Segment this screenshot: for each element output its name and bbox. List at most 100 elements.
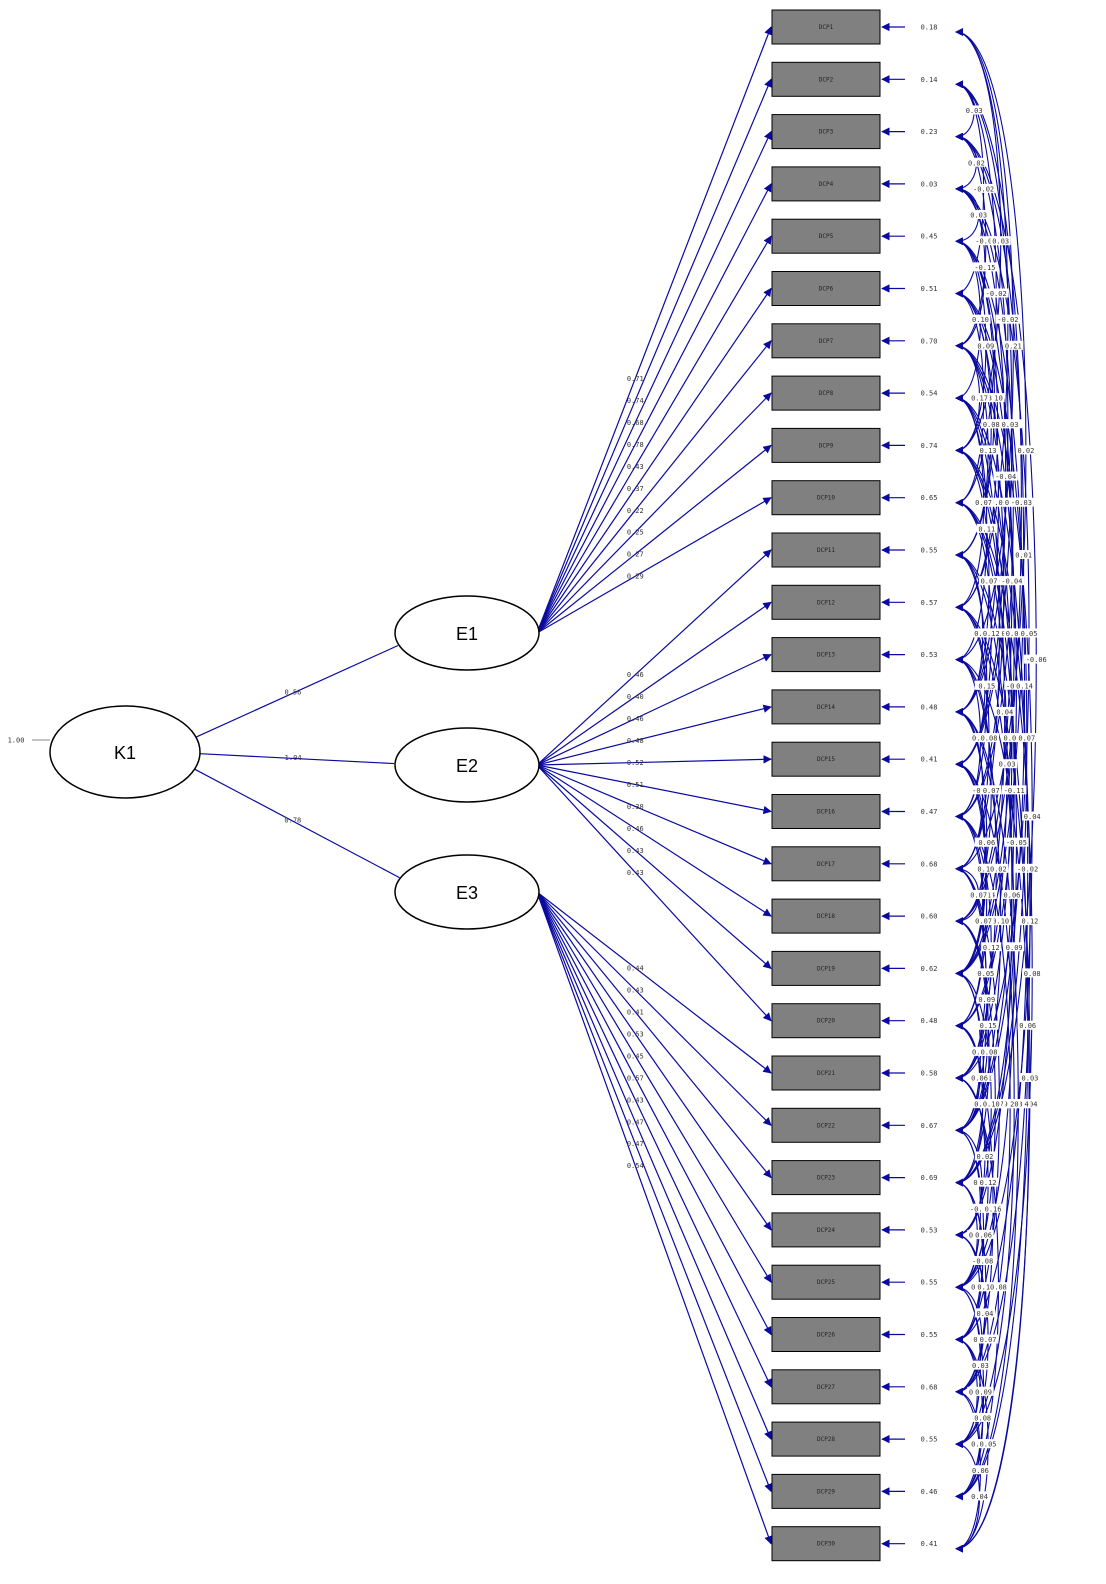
indicator-name: DCP30 [817,1541,835,1548]
error-label-DCP6: 0.51 [921,285,938,293]
indicator-box [771,427,881,463]
error-covariance-label-6-14-text: 0.05 [990,499,1007,507]
error-covariance-label-16-27-bg [1000,1099,1021,1109]
error-label-DCP17-text: 0.68 [921,860,938,868]
indicator-box [771,637,881,673]
loading-label-DCP27-text: 0.43 [627,1096,644,1104]
error-covariance-label-3-4: 0.02 [966,157,987,167]
error-covariance-label-2-6-bg [971,183,996,193]
error-label-DCP18: 0.60 [921,913,938,921]
indicator-name: DCP8 [819,390,834,397]
indicator-DCP26: DCP26 [771,1317,881,1352]
indicator-DCP21: DCP21 [771,1055,881,1091]
indicator-DCP20: DCP20 [771,1003,881,1039]
error-label-DCP21-text: 0.58 [921,1070,938,1078]
error-covariance-label-3-14-bg [995,419,1021,429]
loading-label-DCP26-text: 0.57 [627,1074,644,1082]
error-covariance-label-10-23: -0.05 [1004,837,1029,847]
loading-label-DCP27: 0.43 [627,1096,644,1104]
error-label-DCP5: 0.45 [921,233,938,241]
loading-label-DCP22-text: 0.43 [627,986,644,994]
loading-label-DCP3: 0.68 [627,419,644,427]
error-covariance-label-8-21: 0.07 [1001,733,1023,743]
error-covariance-label-1-9-text: 0.03 [992,238,1009,246]
error-covariance-label-22-25-bg [968,1203,993,1213]
error-label-DCP28: 0.55 [921,1436,938,1444]
error-covariance-label-13-21: -0.02 [983,863,1009,873]
error-covariance-label-12-30: 0.03 [1019,1073,1041,1083]
error-covariance-label-3-14-text: -0.03 [997,421,1018,429]
error-covariance-label-11-16: 0.15 [976,680,997,690]
error-covariance-label-17-21-bg [975,968,996,978]
error-covariance-label-3-23: -0.06 [1024,654,1049,664]
indicator-DCP2: DCP2 [771,61,881,97]
error-covariance-label-23-27-bg [975,1282,996,1292]
error-covariance-label-16-20-text: 0.07 [975,918,992,926]
error-label-DCP19-text: 0.62 [921,965,938,973]
error-covariance-label-5-22: 0.14 [1014,680,1035,690]
error-covariance-label-25-29-text: 0.09 [975,1388,992,1396]
error-label-DCP27: 0.68 [921,1383,938,1391]
error-covariance-label-1-17: 0.02 [1015,445,1036,455]
error-label-DCP16: 0.47 [921,808,938,816]
indicator-box [771,480,881,516]
loading-label-DCP2-text: 0.74 [627,397,644,405]
error-covariance-label-4-21-text: 0.05 [1021,630,1038,638]
error-covariance-label-27-30: 0.06 [970,1465,991,1475]
indicator-DCP3: DCP3 [771,114,881,150]
error-covariance-label-8-13-text: 0.11 [978,525,995,533]
labels-layer: 1.000.561.040.780.710.740.680.780.430.37… [8,24,1049,1548]
error-covariance-label-1-9-bg [990,236,1011,246]
loading-label-DCP9: 0.27 [627,551,644,559]
error-covariance-label-3-19: 0.01 [1013,550,1034,560]
error-covariance-label-22-25-text: -0.05 [970,1205,991,1213]
error-label-DCP6-text: 0.51 [921,285,938,293]
loading-label-DCP12: 0.40 [627,693,644,701]
error-covariance-label-5-11-text: 0.10 [986,395,1003,403]
loading-path-DCP1 [536,26,773,634]
error-covariance-label-13-21-text: -0.02 [986,865,1007,873]
loading-path-DCP29 [536,891,773,1493]
error-covariance-label-21-25-text: 0.12 [980,1179,997,1187]
indicator-DCP19: DCP19 [771,950,881,986]
error-label-DCP1-text: 0.18 [921,24,938,32]
error-covariance-label-14-22-bg [990,916,1011,926]
error-covariance-label-2-10-bg [983,288,1009,298]
error-covariance-label-8-21-bg [1001,733,1023,743]
error-covariance-label-25-29: 0.09 [973,1386,994,1396]
error-label-DCP14-text: 0.48 [921,703,938,711]
loading-path-DCP7 [536,340,772,634]
error-covariance-label-3-4-bg [966,157,987,167]
loading-label-DCP16: 0.51 [627,781,644,789]
error-covariance-label-4-7: -0.15 [972,262,998,272]
loading-label-DCP4: 0.78 [627,441,644,449]
error-label-DCP11: 0.55 [921,547,938,555]
indicator-name: DCP21 [817,1070,835,1077]
loading-path-DCP3 [536,130,772,634]
error-label-DCP2-text: 0.14 [921,76,938,84]
error-covariance-label-23-26: -0.08 [970,1256,995,1266]
error-covariance-label-21-25-bg [978,1177,999,1187]
error-covariance-label-1-17-bg [1015,445,1036,455]
error-label-DCP28-text: 0.55 [921,1436,938,1444]
error-covariance-label-24-27-text: 0.04 [977,1310,994,1318]
error-label-DCP26: 0.55 [921,1331,938,1339]
error-covariance-label-22-25: -0.05 [968,1203,993,1213]
error-covariance-label-12-17: 0.08 [978,733,1000,743]
error-covariance-label-5-11: 0.10 [984,393,1005,403]
loading-label-DCP5: 0.43 [627,463,644,471]
gamma-label-E1: 0.56 [284,689,301,697]
loading-label-DCP19-text: 0.43 [627,847,644,855]
gamma-label-E2: 1.04 [285,754,302,762]
error-covariance-label-1-13: 0.21 [1003,340,1024,350]
error-covariance-label-17-22: 0.09 [976,994,997,1004]
indicator-box [771,114,881,150]
error-covariance-label-4-15: -0.04 [993,471,1018,481]
indicator-name: DCP20 [817,1018,835,1025]
error-covariance-label-9-14: 0.07 [978,576,1000,586]
indicator-DCP5: DCP5 [771,218,881,254]
error-covariance-label-24-27-bg [974,1308,996,1318]
error-label-DCP20: 0.48 [921,1017,938,1025]
indicator-name: DCP14 [817,704,835,711]
error-covariance-label-24-28-text: 0.07 [980,1336,997,1344]
